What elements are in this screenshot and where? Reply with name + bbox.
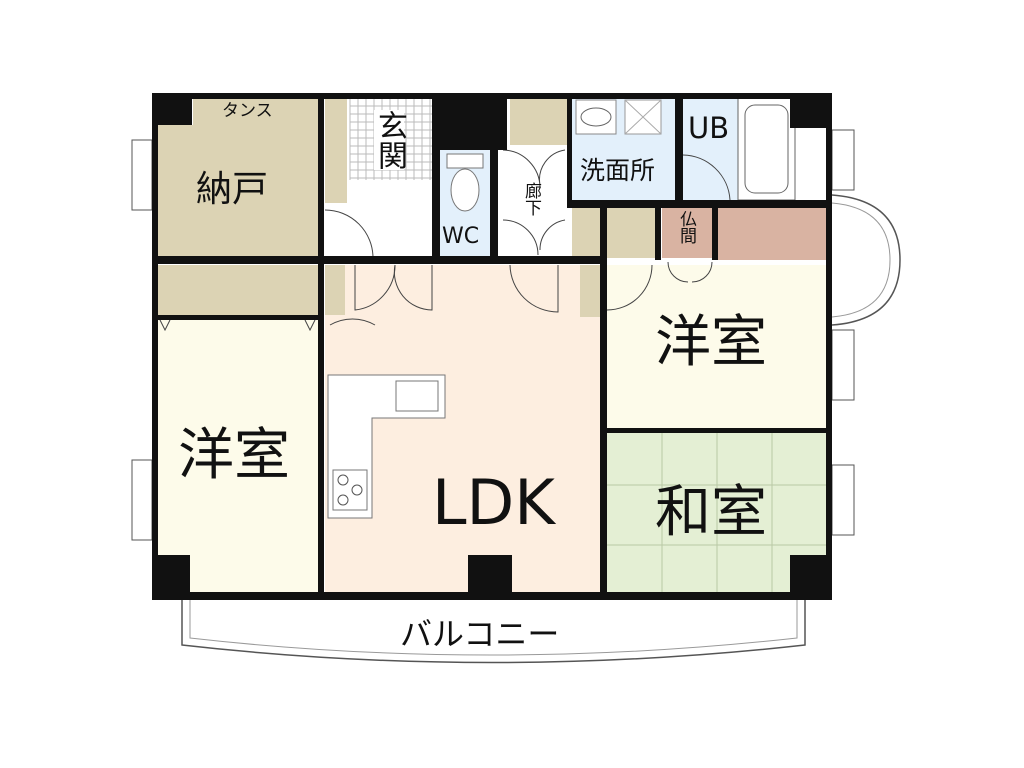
rouka-label: 廊下 [521,182,541,216]
closet-left [158,265,318,315]
window [831,129,855,191]
western-room-right-label: 洋室 [655,310,767,375]
window [131,459,153,541]
unit-bath [683,98,738,200]
butsuma-room [662,208,712,258]
washitsu-label: 和室 [655,480,767,545]
shoe-cabinet [325,98,347,203]
closet-right [607,208,655,258]
western-room-right [607,265,828,428]
western-room-left [158,320,318,592]
balcony-label: バルコニー [400,615,560,653]
hall-shelf [510,98,567,145]
sink [395,380,439,412]
tansu-label: タンス [222,101,273,121]
window [131,139,153,211]
ldk-label: LDK [432,466,555,539]
tokonoma [718,208,828,260]
nando-label: 納戸 [196,169,269,210]
western-room-left-label: 洋室 [178,423,290,488]
window [831,464,855,536]
balcony [181,600,806,664]
ub-label: UB [688,111,730,145]
wc-label: WC [442,224,480,249]
senmenjo-label: 洗面所 [580,156,656,185]
bay-window [831,194,901,326]
window [831,329,855,401]
nando-room [158,125,318,258]
butsuma-label: 仏間 [676,210,696,244]
closet-hall [572,208,600,258]
tansu-area [193,98,318,125]
genkan-label: 玄関 [372,110,407,170]
